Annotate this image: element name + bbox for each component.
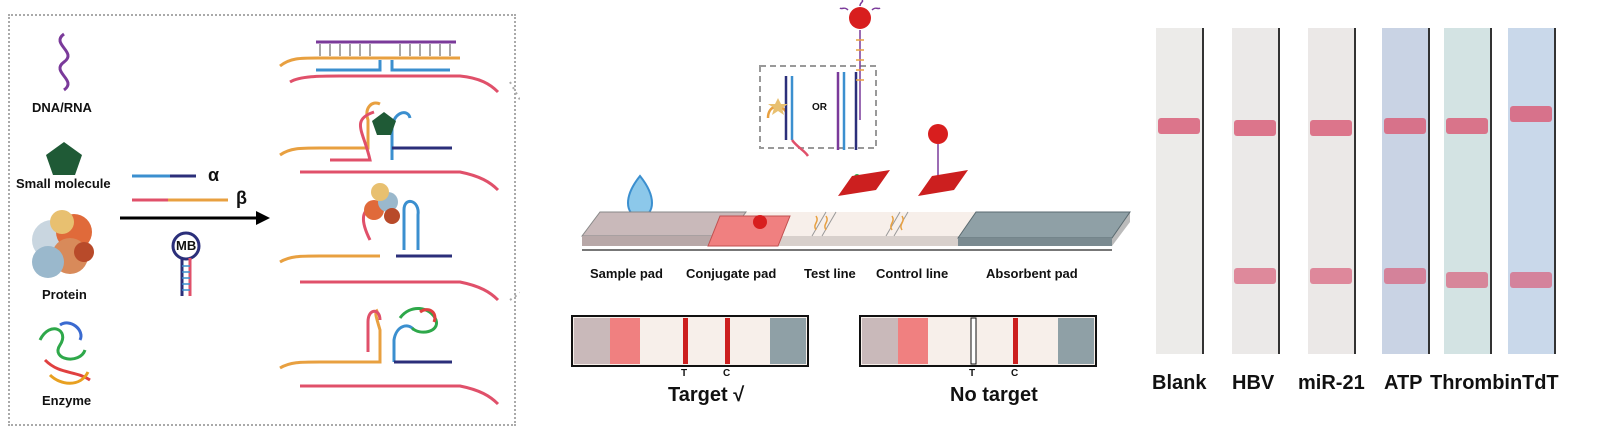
absorbent-pad xyxy=(957,211,1131,239)
recognition-panel xyxy=(8,14,516,426)
molecular-beacon-icon xyxy=(171,231,201,296)
control-band xyxy=(1510,106,1552,122)
control-band xyxy=(1310,120,1352,136)
photo-strip-tdt xyxy=(1508,28,1556,354)
control-band xyxy=(1384,118,1426,134)
photo-strip-hbv xyxy=(1232,28,1280,354)
test-band xyxy=(1446,272,1488,288)
result-strip-positive xyxy=(571,315,809,367)
test-band xyxy=(1384,268,1426,284)
small-molecule-icon xyxy=(46,142,82,175)
enzyme-label: Enzyme xyxy=(42,393,92,408)
test-band xyxy=(1310,268,1352,284)
protein-icon xyxy=(32,210,94,278)
inset-or-label: OR xyxy=(812,102,827,113)
sample-pad-label: Sample pad xyxy=(590,266,663,281)
complex-protein xyxy=(279,183,500,302)
control-line-bar xyxy=(918,170,968,196)
negative-t-label: T xyxy=(969,368,976,379)
control-band xyxy=(1158,118,1200,134)
negative-result-label: No target xyxy=(950,384,1038,406)
photo-strip-label: ATP xyxy=(1384,372,1423,394)
control-line-label: Control line xyxy=(876,266,949,281)
gold-nanoparticle-control xyxy=(928,124,948,182)
conjugate-pad xyxy=(707,215,791,247)
complex-small-molecule xyxy=(279,101,500,192)
positive-result-label: Target √ xyxy=(668,384,745,406)
lateral-flow-strip xyxy=(571,0,1131,367)
photo-strip-label: Blank xyxy=(1152,372,1207,394)
beta-label: β xyxy=(236,188,247,208)
dna-rna-icon xyxy=(58,32,70,92)
enzyme-icon xyxy=(38,321,91,385)
test-band xyxy=(1510,272,1552,288)
absorbent-pad-label: Absorbent pad xyxy=(986,266,1078,281)
photo-strip-label: HBV xyxy=(1232,372,1275,394)
conjugate-pad-label: Conjugate pad xyxy=(686,266,777,281)
control-band xyxy=(1446,118,1488,134)
complex-dna xyxy=(279,40,500,94)
result-strip-negative xyxy=(859,315,1097,367)
photo-strip-thrombin xyxy=(1444,28,1492,354)
test-line-bar xyxy=(838,170,890,196)
control-band xyxy=(1234,120,1276,136)
alpha-label: α xyxy=(208,165,220,185)
recognition-graphics xyxy=(32,32,520,406)
mb-label: MB xyxy=(176,238,197,253)
negative-c-label: C xyxy=(1011,368,1019,379)
photo-strip-label: TdT xyxy=(1522,372,1559,394)
positive-c-label: C xyxy=(723,368,731,379)
positive-t-label: T xyxy=(681,368,688,379)
test-band xyxy=(1234,268,1276,284)
photo-strip-atp xyxy=(1382,28,1430,354)
photo-strip-blank xyxy=(1156,28,1204,354)
complex-enzyme xyxy=(279,307,500,406)
test-line-label: Test line xyxy=(804,266,856,281)
photo-strip-label: miR-21 xyxy=(1298,372,1365,394)
photo-strip-mir-21 xyxy=(1308,28,1356,354)
protein-label: Protein xyxy=(42,287,87,302)
photo-strip-label: Thrombin xyxy=(1430,372,1523,394)
dna-rna-label: DNA/RNA xyxy=(32,100,92,115)
small-molecule-label: Small molecule xyxy=(16,176,111,191)
